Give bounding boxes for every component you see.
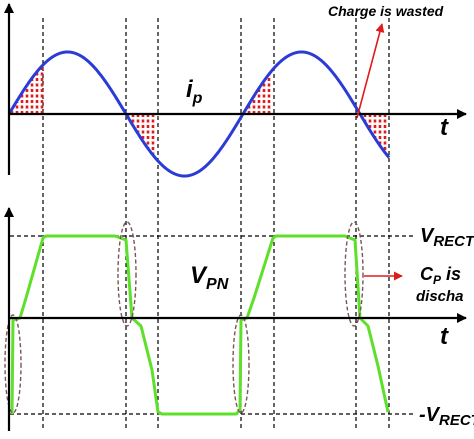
v-rect-level-label: VRECT [420, 225, 474, 250]
discharge-annotation-line2: discha [416, 288, 464, 305]
voltage-waveform [10, 234, 390, 416]
charge-wasted-annotation: Charge is wasted [328, 3, 444, 19]
charge-wasted-arrow [356, 23, 385, 119]
level-lines [10, 235, 415, 415]
upper-time-label: t [440, 114, 449, 141]
discharge-ellipse-4 [344, 221, 364, 327]
discharge-ellipses [4, 221, 364, 414]
neg-v-rect-level-label: -VRECT [419, 404, 474, 429]
current-waveform [7, 50, 391, 178]
discharge-annotation-line1: CP is [420, 264, 461, 287]
wasted-charge-regions [10, 65, 387, 156]
voltage-label: VPN [190, 262, 229, 293]
discharge-ellipse-1 [4, 314, 22, 414]
discharge-ellipse-2 [117, 221, 137, 327]
lower-time-label: t [440, 323, 449, 350]
current-label: ip [186, 76, 203, 107]
upper-axes [3, 3, 467, 175]
lower-axes [3, 207, 467, 431]
discharge-ellipse-3 [232, 314, 250, 414]
